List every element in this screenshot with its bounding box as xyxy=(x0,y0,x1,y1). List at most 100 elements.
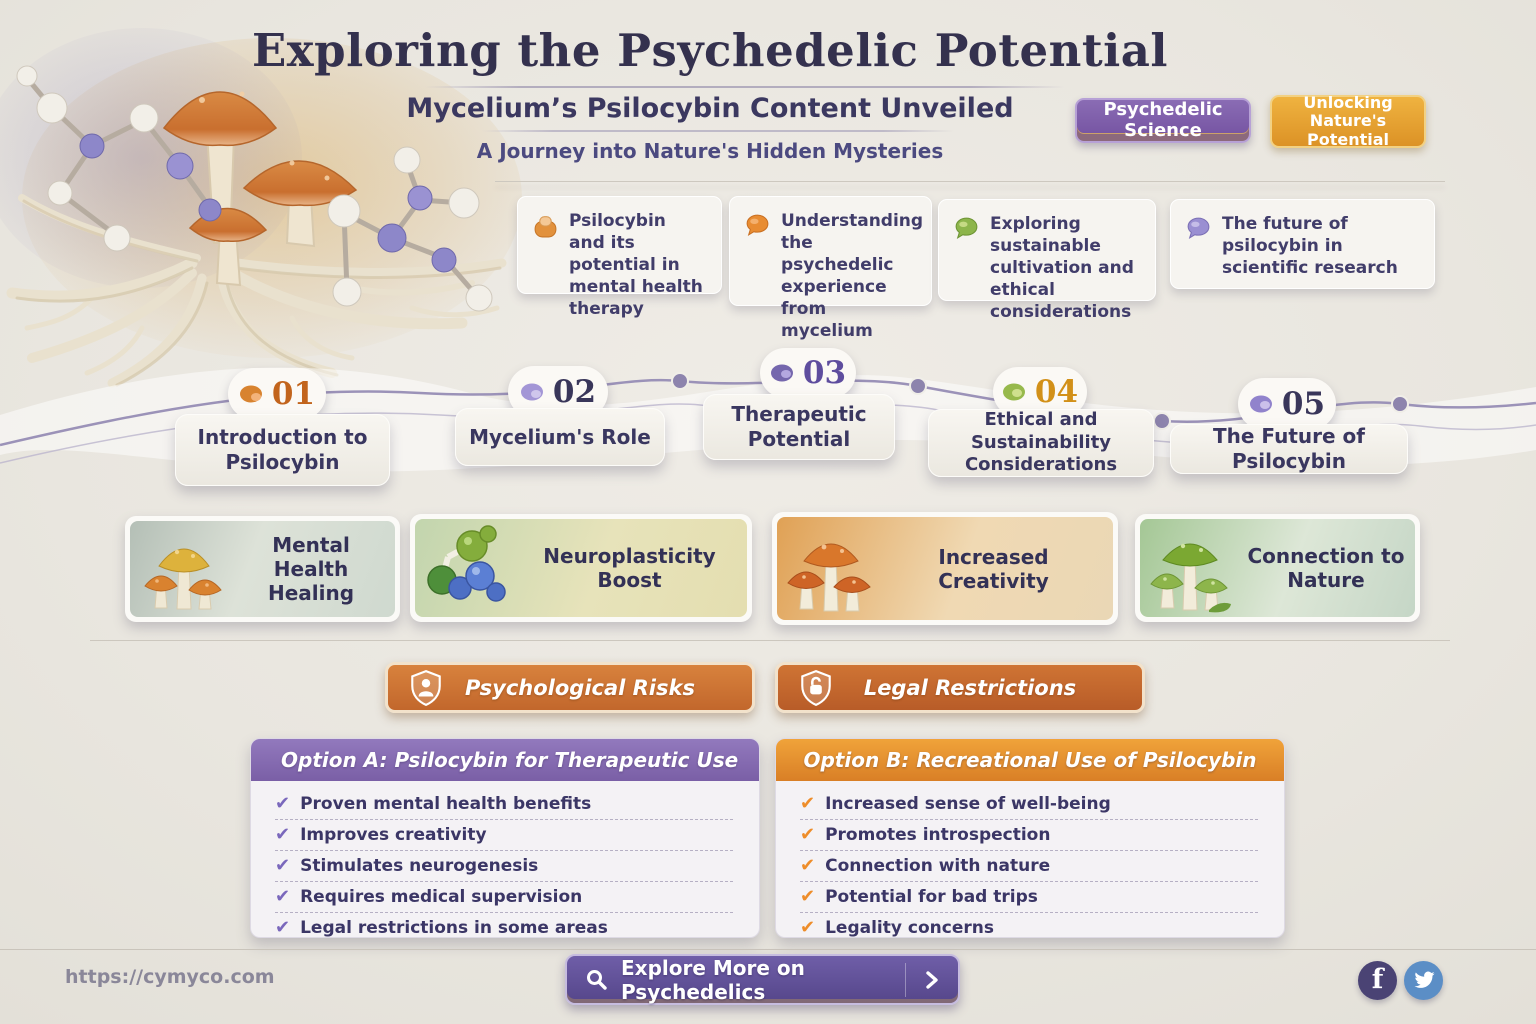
check-icon: ✔ xyxy=(275,886,291,907)
option-b-list: ✔Increased sense of well-being ✔Promotes… xyxy=(776,781,1284,938)
topic-text: Understanding the psychedelic experience… xyxy=(781,211,924,342)
badge-unlocking-potential[interactable]: Unlocking Nature's Potential xyxy=(1270,93,1426,148)
check-icon: ✔ xyxy=(275,793,291,814)
step-number: 05 xyxy=(1281,386,1326,422)
topic-card-psychedelic-experience: Understanding the psychedelic experience… xyxy=(729,196,932,342)
topic-text: The future of psilocybin in scientific r… xyxy=(1222,214,1398,279)
blob-icon xyxy=(239,385,262,403)
timeline-step-3-label: Therapeutic Potential xyxy=(703,394,895,460)
chevron-right-icon xyxy=(926,970,938,989)
twitter-icon[interactable] xyxy=(1404,961,1443,1000)
item-text: Legal restrictions in some areas xyxy=(300,917,608,938)
item-text: Improves creativity xyxy=(300,824,487,845)
timeline-step-5-number: 05 xyxy=(1238,378,1336,430)
shield-person-icon xyxy=(411,669,441,706)
blob-icon xyxy=(1002,383,1025,401)
list-item: ✔ Proven mental health benefits xyxy=(275,789,733,820)
banner-psychological-risks: Psychological Risks xyxy=(385,662,755,713)
facebook-glyph: f xyxy=(1371,963,1384,995)
page-title: Exploring the Psychedelic Potential xyxy=(252,24,1168,77)
topic-text: Exploring sustainable cultivation and et… xyxy=(990,214,1134,323)
check-icon: ✔ xyxy=(275,824,291,845)
item-text: Connection with nature xyxy=(825,855,1051,876)
lock-icon xyxy=(534,216,557,238)
mushrooms-green-icon xyxy=(1149,543,1231,613)
check-icon: ✔ xyxy=(800,886,816,907)
molecule-right-atoms xyxy=(327,146,493,312)
mushroom-mycelium-illustration xyxy=(0,28,522,388)
benefit-card-mental-health: Mental Health Healing xyxy=(125,516,400,622)
explore-button-label: Explore More on Psychedelics xyxy=(621,955,805,1004)
topic-text: Psilocybin and its potential in mental h… xyxy=(569,211,703,320)
item-text: Proven mental health benefits xyxy=(300,793,592,814)
badge-psychedelic-science[interactable]: Psychedelic Science xyxy=(1075,98,1251,143)
item-text: Increased sense of well-being xyxy=(825,793,1111,814)
banner-label: Psychological Risks xyxy=(465,675,695,700)
list-item: ✔ Connection with nature xyxy=(800,851,1258,882)
page-tagline: A Journey into Nature's Hidden Mysteries xyxy=(476,139,944,163)
timeline-step-4-number: 04 xyxy=(993,367,1087,417)
list-item: ✔ Promotes introspection xyxy=(800,820,1258,851)
option-a-title: Option A: Psilocybin for Therapeutic Use xyxy=(251,739,759,781)
benefit-label: Mental Health Healing xyxy=(267,533,355,605)
speech-bubble-icon xyxy=(746,214,769,236)
banner-legal-restrictions: Legal Restrictions xyxy=(775,662,1145,713)
banner-label: Legal Restrictions xyxy=(863,675,1077,700)
benefit-card-neuroplasticity: Neuroplasticity Boost xyxy=(410,514,752,622)
check-icon: ✔ xyxy=(800,855,816,876)
check-icon: ✔ xyxy=(275,855,291,876)
timeline-step-1-number: 01 xyxy=(228,368,326,420)
step-number: 04 xyxy=(1034,374,1079,410)
item-text: Requires medical supervision xyxy=(300,886,583,907)
topic-card-sustainable-cultivation: Exploring sustainable cultivation and et… xyxy=(938,199,1156,323)
timeline-step-2-label: Mycelium's Role xyxy=(455,408,665,466)
benefit-card-creativity: Increased Creativity xyxy=(772,512,1118,625)
option-b-box: Option B: Recreational Use of Psilocybin… xyxy=(775,738,1285,938)
blob-icon xyxy=(520,383,543,401)
blob-icon xyxy=(770,364,793,382)
list-item: ✔ Legality concerns xyxy=(800,913,1258,938)
option-a-box: Option A: Psilocybin for Therapeutic Use… xyxy=(250,738,760,938)
subtitle-divider xyxy=(482,130,954,132)
timeline-step-1-label: Introduction to Psilocybin xyxy=(175,414,390,486)
site-url-link[interactable]: https://cymyco.com xyxy=(65,966,275,988)
step-number: 03 xyxy=(802,355,847,391)
item-text: Promotes introspection xyxy=(825,824,1051,845)
mushrooms-yellow-orange-icon xyxy=(143,548,222,610)
check-icon: ✔ xyxy=(800,917,816,938)
benefit-card-nature: Connection to Nature xyxy=(1135,514,1420,622)
timeline-step-4-label: Ethical and Sustainability Consideration… xyxy=(928,409,1154,477)
topic-card-future-research: The future of psilocybin in scientific r… xyxy=(1170,199,1435,289)
page-subtitle: Mycelium’s Psilocybin Content Unveiled xyxy=(406,93,1014,124)
benefit-label: Increased Creativity xyxy=(938,544,1049,593)
timeline-step-5-label: The Future of Psilocybin xyxy=(1170,424,1408,474)
item-text: Legality concerns xyxy=(825,917,994,938)
timeline-dots xyxy=(671,372,1409,430)
molecule-green-blue-icon xyxy=(427,525,506,602)
list-item: ✔Potential for bad trips xyxy=(800,882,1258,913)
list-item: ✔ Improves creativity xyxy=(275,820,733,851)
molecule-left-atoms xyxy=(16,65,222,252)
blob-icon xyxy=(1249,395,1272,413)
shield-lock-icon xyxy=(801,669,831,706)
mushrooms-orange-icon xyxy=(787,543,871,612)
explore-more-button[interactable]: Explore More on Psychedelics xyxy=(565,954,960,1005)
facebook-icon[interactable]: f xyxy=(1358,961,1397,1000)
header-divider xyxy=(495,181,1445,182)
button-divider xyxy=(905,962,906,997)
step-number: 02 xyxy=(552,374,597,410)
title-divider xyxy=(425,86,1065,88)
item-text: Stimulates neurogenesis xyxy=(300,855,539,876)
list-item: ✔ Requires medical supervision xyxy=(275,882,733,913)
leaf-bubble-icon xyxy=(955,217,978,239)
list-item: ✔Legal restrictions in some areas xyxy=(275,913,733,938)
check-icon: ✔ xyxy=(800,824,816,845)
option-b-title: Option B: Recreational Use of Psilocybin xyxy=(776,739,1284,781)
section-divider xyxy=(90,640,1450,641)
topic-card-mental-health: Psilocybin and its potential in mental h… xyxy=(517,196,722,320)
speech-bubble-icon xyxy=(1187,217,1210,239)
benefit-label: Neuroplasticity Boost xyxy=(543,544,716,592)
footer-divider xyxy=(0,949,1536,950)
step-number: 01 xyxy=(271,376,316,412)
list-item: ✔Increased sense of well-being xyxy=(800,789,1258,820)
